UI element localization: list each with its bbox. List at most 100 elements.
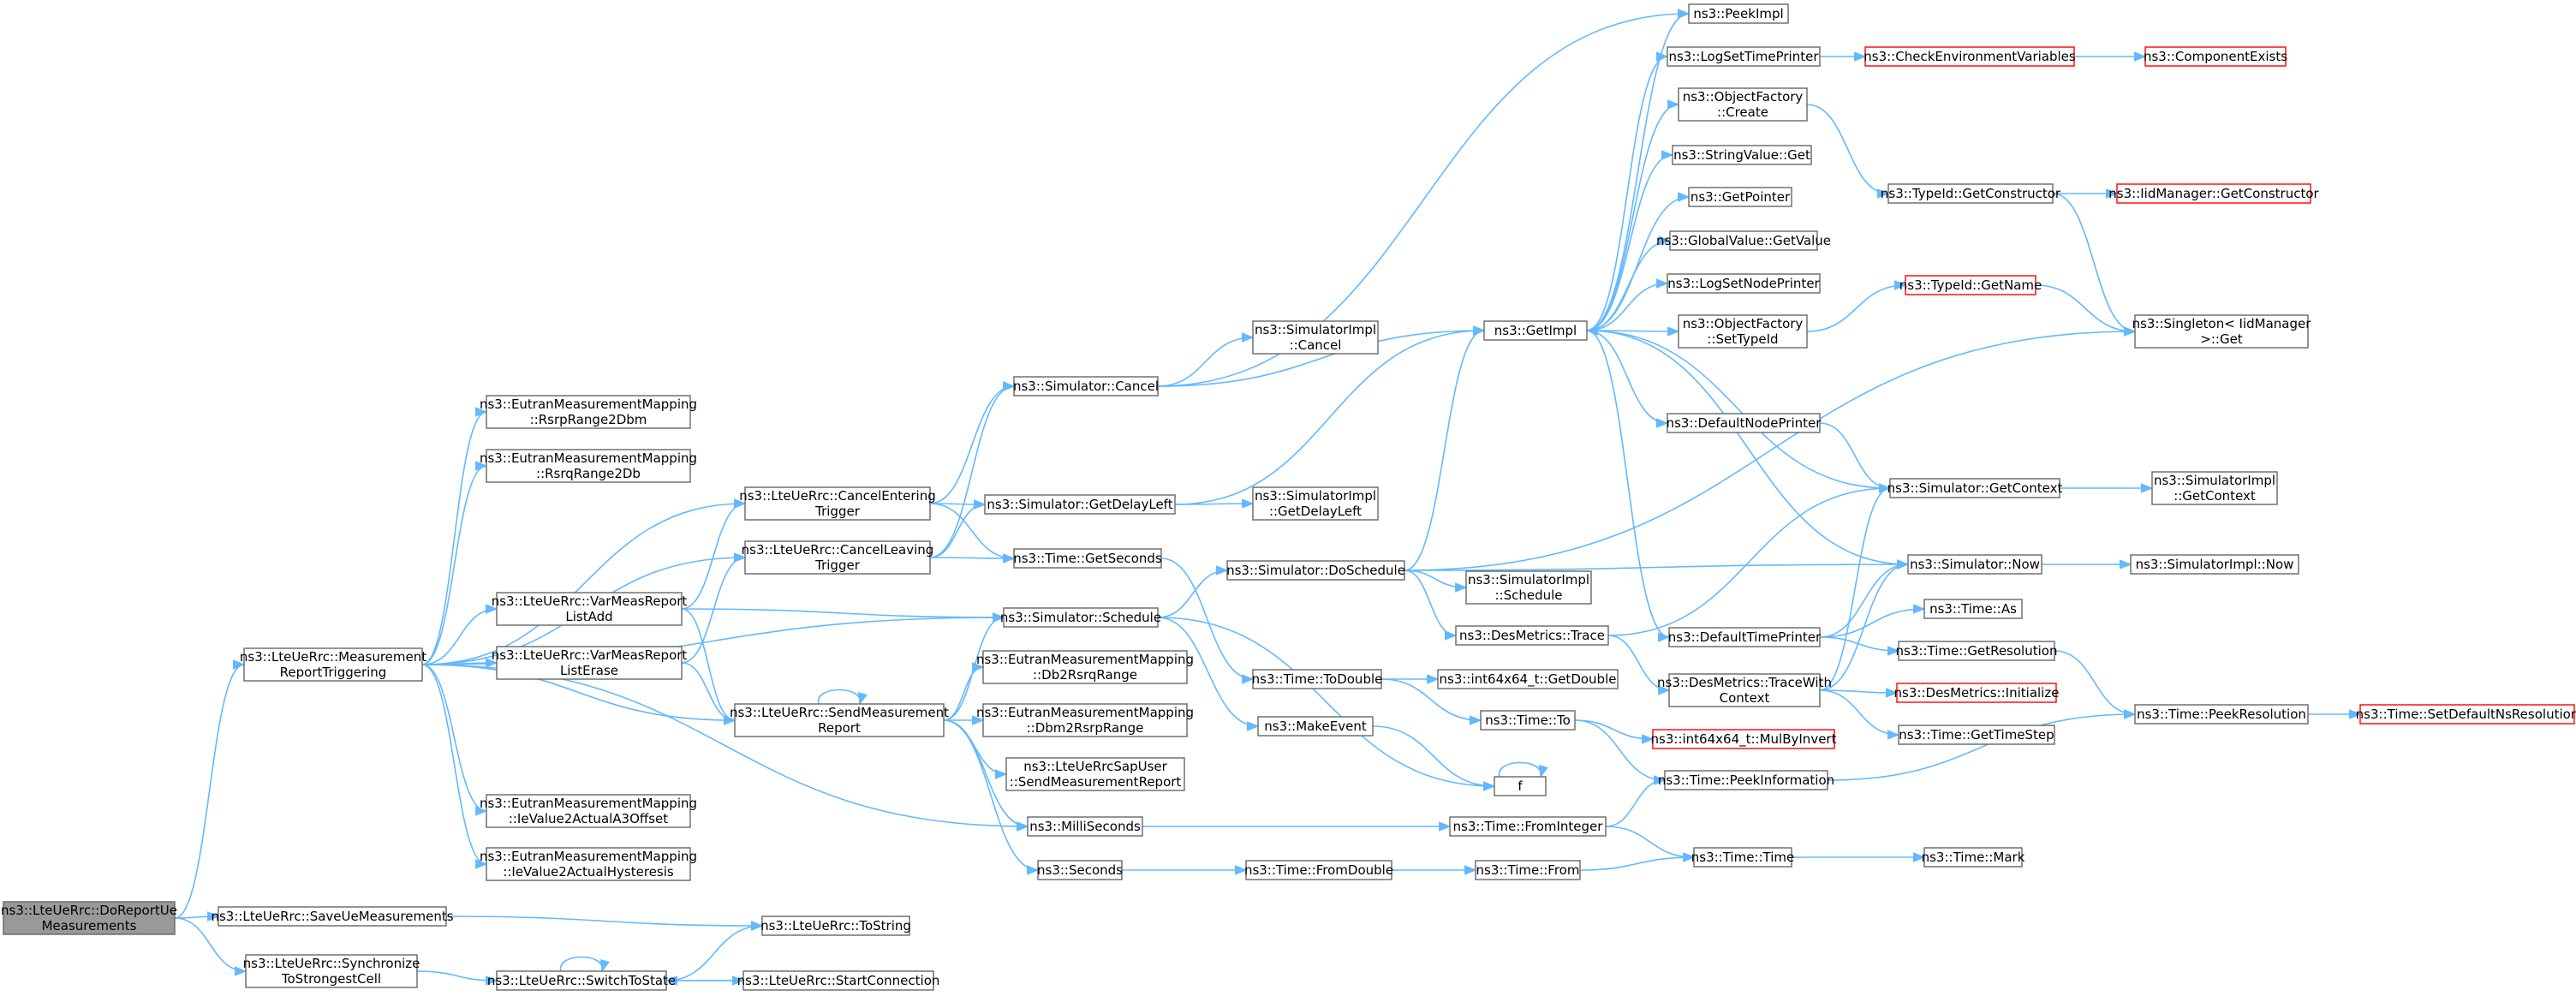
node-logsetnode[interactable]: ns3::LogSetNodePrinter: [1667, 273, 1821, 294]
node-tostring[interactable]: ns3::LteUeRrc::ToString: [760, 915, 911, 936]
node-strget[interactable]: ns3::StringValue::Get: [1672, 145, 1812, 165]
node-ofsettype[interactable]: ns3::ObjectFactory::SetTypeId: [1678, 314, 1808, 349]
node-mulbyinv[interactable]: ns3::int64x64_t::MulByInvert: [1651, 729, 1837, 749]
node-defnode[interactable]: ns3::DefaultNodePrinter: [1667, 413, 1822, 433]
node-todouble[interactable]: ns3::Time::ToDouble: [1252, 669, 1383, 689]
node-impldelay[interactable]: ns3::SimulatorImpl::GetDelayLeft: [1252, 486, 1379, 521]
node-getdelay[interactable]: ns3::Simulator::GetDelayLeft: [984, 494, 1176, 515]
node-timetime[interactable]: ns3::Time::Time: [1691, 847, 1795, 868]
node-a3off[interactable]: ns3::EutranMeasurementMapping::IeValue2A…: [480, 794, 697, 828]
node-rsrq2db[interactable]: ns3::EutranMeasurementMapping::RsrqRange…: [480, 449, 697, 483]
edge-trace-to-simgetctx: [1607, 483, 1892, 636]
node-label-rsrq2db-0: ns3::EutranMeasurementMapping: [480, 450, 697, 466]
node-sapsend[interactable]: ns3::LteUeRrcSapUser::SendMeasurementRep…: [1005, 757, 1185, 791]
node-sync[interactable]: ns3::LteUeRrc::SynchronizeToStrongestCel…: [243, 954, 420, 988]
edge-getimpl-to-deftime: [1586, 330, 1671, 642]
node-getres[interactable]: ns3::Time::GetResolution: [1896, 641, 2058, 661]
node-box-iidgetctor: [2116, 183, 2311, 204]
node-logsettime[interactable]: ns3::LogSetTimePrinter: [1667, 46, 1821, 67]
node-box-gvget: [1669, 230, 1818, 251]
node-label-clt-1: Trigger: [814, 558, 861, 573]
edge-cet-to-getsec: [929, 503, 1016, 564]
node-hyst[interactable]: ns3::EutranMeasurementMapping::IeValue2A…: [480, 847, 697, 881]
node-implcancel[interactable]: ns3::SimulatorImpl::Cancel: [1252, 320, 1379, 355]
node-label-implgetctx-1: ::GetContext: [2174, 488, 2256, 504]
node-timefrom[interactable]: ns3::Time::From: [1475, 860, 1581, 880]
node-timeto[interactable]: ns3::Time::To: [1480, 710, 1576, 731]
node-label-fromint-0: ns3::Time::FromInteger: [1453, 819, 1604, 834]
node-peekinfo[interactable]: ns3::Time::PeekInformation: [1658, 770, 1834, 790]
node-label-root-0: ns3::LteUeRrc::DoReportUe: [1, 903, 177, 918]
node-label-implgetctx-0: ns3::SimulatorImpl: [2154, 473, 2275, 488]
edge-mrt-to-smr: [421, 664, 736, 725]
node-box-peekres: [2134, 704, 2309, 725]
node-save[interactable]: ns3::LteUeRrc::SaveUeMeasurements: [211, 906, 454, 927]
node-timemark[interactable]: ns3::Time::Mark: [1922, 847, 2025, 868]
node-box-compexists: [2144, 46, 2287, 67]
node-label-implnow-0: ns3::SimulatorImpl::Now: [2136, 557, 2294, 572]
node-singleton[interactable]: ns3::Singleton< IidManager>::Get: [2132, 314, 2312, 349]
node-box-makeevent: [1257, 716, 1374, 737]
node-compexists[interactable]: ns3::ComponentExists: [2144, 46, 2287, 67]
node-checkenv[interactable]: ns3::CheckEnvironmentVariables: [1863, 46, 2076, 67]
edge-getimpl-to-peekimpl: [1586, 9, 1690, 331]
node-deftime[interactable]: ns3::DefaultTimePrinter: [1668, 627, 1822, 647]
node-startconn[interactable]: ns3::LteUeRrc::StartConnection: [737, 970, 940, 991]
node-i64getdouble[interactable]: ns3::int64x64_t::GetDouble: [1437, 669, 1619, 689]
node-iidgetctor[interactable]: ns3::IidManager::GetConstructor: [2108, 183, 2320, 204]
node-seconds[interactable]: ns3::Seconds: [1037, 860, 1123, 880]
node-box-dosched: [1226, 560, 1405, 581]
node-implnow[interactable]: ns3::SimulatorImpl::Now: [2130, 554, 2299, 575]
node-peekimpl[interactable]: ns3::PeekImpl: [1688, 3, 1789, 24]
node-label-setdefres-0: ns3::Time::SetDefaultNsResolution: [2356, 707, 2576, 722]
node-timeas[interactable]: ns3::Time::As: [1923, 599, 2023, 619]
node-trace[interactable]: ns3::DesMetrics::Trace: [1455, 625, 1609, 646]
node-label-sapsend-1: ::SendMeasurementReport: [1010, 774, 1182, 790]
node-label-iidgetctor-0: ns3::IidManager::GetConstructor: [2108, 186, 2319, 201]
node-label-getdelay-0: ns3::Simulator::GetDelayLeft: [987, 497, 1172, 512]
node-rsrp2dbm[interactable]: ns3::EutranMeasurementMapping::RsrpRange…: [480, 395, 697, 429]
node-implsched[interactable]: ns3::SimulatorImpl::Schedule: [1465, 570, 1592, 605]
node-box-vadd: [496, 592, 683, 626]
node-peekres[interactable]: ns3::Time::PeekResolution: [2134, 704, 2309, 725]
node-gettimestep[interactable]: ns3::Time::GetTimeStep: [1898, 725, 2055, 745]
node-getptr[interactable]: ns3::GetPointer: [1688, 187, 1792, 207]
node-box-todouble: [1252, 669, 1382, 689]
node-desinit[interactable]: ns3::DesMetrics::Initialize: [1894, 683, 2060, 703]
node-dosched[interactable]: ns3::Simulator::DoSchedule: [1226, 560, 1405, 581]
edge-ofsettype-to-tidgetname: [1806, 280, 1907, 332]
node-simcancel[interactable]: ns3::Simulator::Cancel: [1013, 376, 1159, 397]
node-tidgetctor[interactable]: ns3::TypeId::GetConstructor: [1881, 183, 2061, 204]
node-mrt[interactable]: ns3::LteUeRrc::MeasurementReportTriggeri…: [240, 647, 426, 682]
node-switch[interactable]: ns3::LteUeRrc::SwitchToState: [487, 970, 676, 991]
node-label-sapsend-0: ns3::LteUeRrcSapUser: [1023, 759, 1167, 774]
node-ofcreate[interactable]: ns3::ObjectFactory::Create: [1678, 87, 1808, 122]
node-setdefres[interactable]: ns3::Time::SetDefaultNsResolution: [2356, 704, 2576, 725]
node-label-singleton-1: >::Get: [2200, 331, 2243, 347]
node-getimpl[interactable]: ns3::GetImpl: [1483, 320, 1588, 341]
node-smr[interactable]: ns3::LteUeRrc::SendMeasurementReport: [730, 703, 949, 737]
node-tidgetname[interactable]: ns3::TypeId::GetName: [1899, 275, 2042, 295]
node-label-db2rsrq-1: ::Db2RsrqRange: [1033, 667, 1137, 683]
node-box-simgetctx: [1889, 478, 2060, 498]
node-f[interactable]: f: [1494, 776, 1547, 796]
node-dbm2rsrp[interactable]: ns3::EutranMeasurementMapping::Dbm2RsrpR…: [976, 703, 1194, 737]
node-fromint[interactable]: ns3::Time::FromInteger: [1449, 816, 1607, 837]
node-simnow[interactable]: ns3::Simulator::Now: [1907, 554, 2042, 575]
node-milli[interactable]: ns3::MilliSeconds: [1027, 816, 1143, 837]
node-fromdouble[interactable]: ns3::Time::FromDouble: [1244, 860, 1393, 880]
node-gvget[interactable]: ns3::GlobalValue::GetValue: [1656, 230, 1831, 251]
node-db2rsrq[interactable]: ns3::EutranMeasurementMapping::Db2RsrqRa…: [976, 650, 1194, 684]
node-implgetctx[interactable]: ns3::SimulatorImpl::GetContext: [2151, 471, 2278, 505]
node-simgetctx[interactable]: ns3::Simulator::GetContext: [1887, 478, 2063, 498]
edge-getdelay-to-getimpl: [1174, 325, 1486, 505]
node-makeevent[interactable]: ns3::MakeEvent: [1257, 716, 1374, 737]
node-schedule[interactable]: ns3::Simulator::Schedule: [1000, 607, 1161, 628]
node-getsec[interactable]: ns3::Time::GetSeconds: [1013, 548, 1162, 569]
